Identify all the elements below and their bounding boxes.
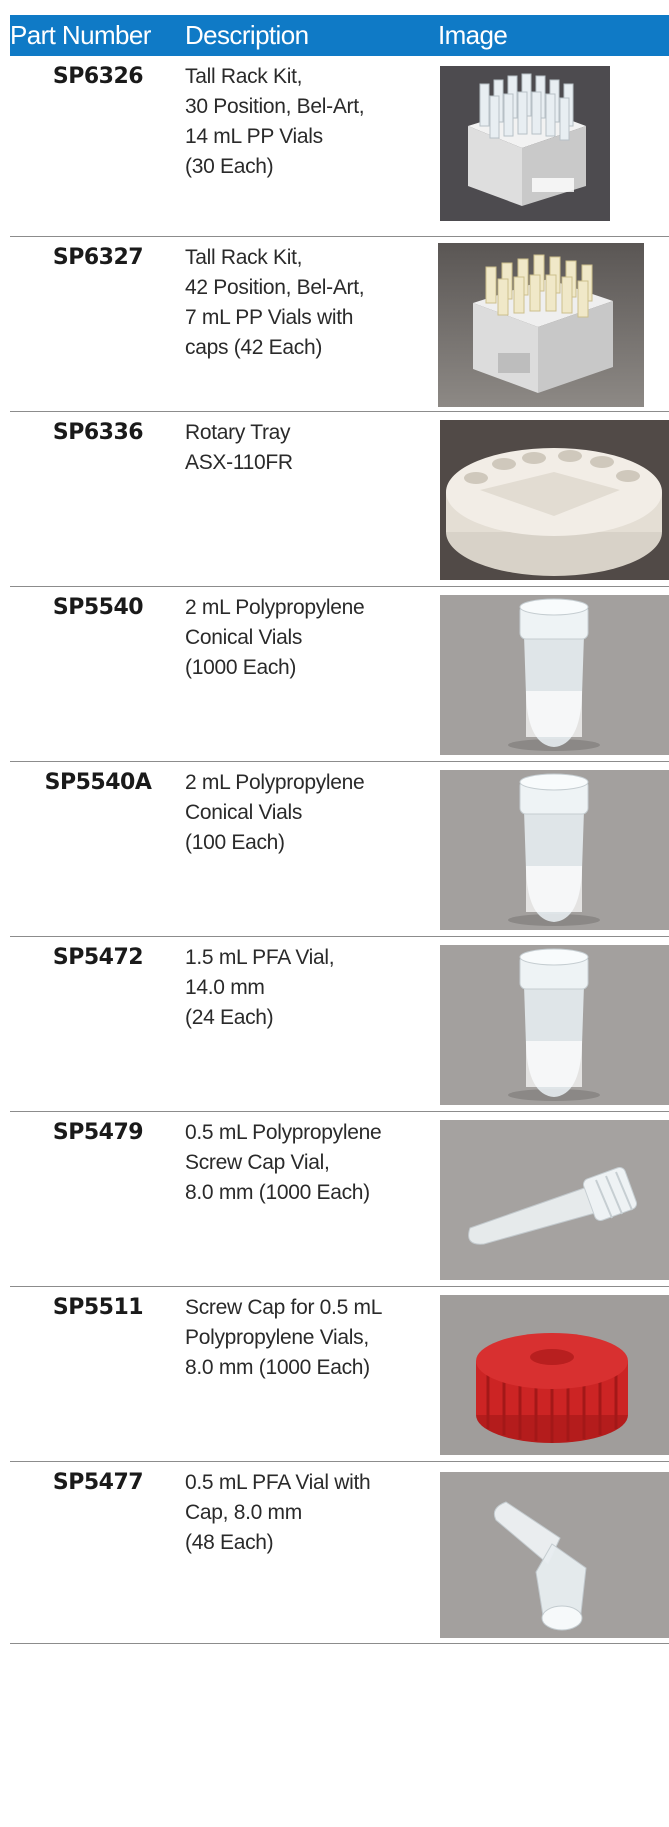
table-row: SP6327 Tall Rack Kit, 42 Position, Bel-A… [10, 237, 669, 412]
header-image: Image [438, 20, 508, 50]
description: Tall Rack Kit, 30 Position, Bel-Art, 14 … [185, 65, 365, 178]
rack-30-icon [440, 66, 610, 221]
screw-cap-vial-icon [440, 1120, 669, 1280]
part-number: SP5540A [44, 770, 152, 795]
description: Rotary Tray ASX-110FR [185, 421, 293, 474]
table-header: Part Number Description Image [10, 15, 669, 56]
part-number: SP5477 [52, 1470, 144, 1495]
conical-vial-icon [440, 770, 669, 930]
part-number: SP5540 [52, 595, 144, 620]
red-screw-cap-icon [440, 1295, 669, 1455]
part-number: SP6326 [52, 64, 144, 89]
table-row: SP6336 Rotary Tray ASX-110FR [10, 412, 669, 587]
description: 2 mL Polypropylene Conical Vials (100 Ea… [185, 771, 365, 854]
description: 1.5 mL PFA Vial, 14.0 mm (24 Each) [185, 946, 335, 1029]
description: 2 mL Polypropylene Conical Vials (1000 E… [185, 596, 365, 679]
pfa-vial-with-cap-icon [440, 1472, 669, 1638]
part-number: SP5511 [52, 1295, 144, 1320]
header-part-number: Part Number [10, 20, 151, 50]
table-row: SP6326 Tall Rack Kit, 30 Position, Bel-A… [10, 56, 669, 237]
part-number: SP5479 [52, 1120, 144, 1145]
part-number: SP5472 [52, 945, 144, 970]
conical-vial-icon [440, 595, 669, 755]
part-number: SP6336 [52, 420, 144, 445]
description: Tall Rack Kit, 42 Position, Bel-Art, 7 m… [185, 246, 365, 359]
rotary-tray-icon [440, 420, 669, 580]
table-row: SP5540A 2 mL Polypropylene Conical Vials… [10, 762, 669, 937]
table-row: SP5477 0.5 mL PFA Vial with Cap, 8.0 mm … [10, 1462, 669, 1644]
part-number: SP6327 [52, 245, 144, 270]
description: 0.5 mL Polypropylene Screw Cap Vial, 8.0… [185, 1121, 382, 1204]
table-row: SP5479 0.5 mL Polypropylene Screw Cap Vi… [10, 1112, 669, 1287]
rack-42-icon [438, 243, 644, 407]
description: 0.5 mL PFA Vial with Cap, 8.0 mm (48 Eac… [185, 1471, 371, 1554]
header-description: Description [185, 20, 309, 50]
table-row: SP5472 1.5 mL PFA Vial, 14.0 mm (24 Each… [10, 937, 669, 1112]
pfa-vial-icon [440, 945, 669, 1105]
table-row: SP5540 2 mL Polypropylene Conical Vials … [10, 587, 669, 762]
description: Screw Cap for 0.5 mL Polypropylene Vials… [185, 1296, 383, 1379]
table-row: SP5511 Screw Cap for 0.5 mL Polypropylen… [10, 1287, 669, 1462]
